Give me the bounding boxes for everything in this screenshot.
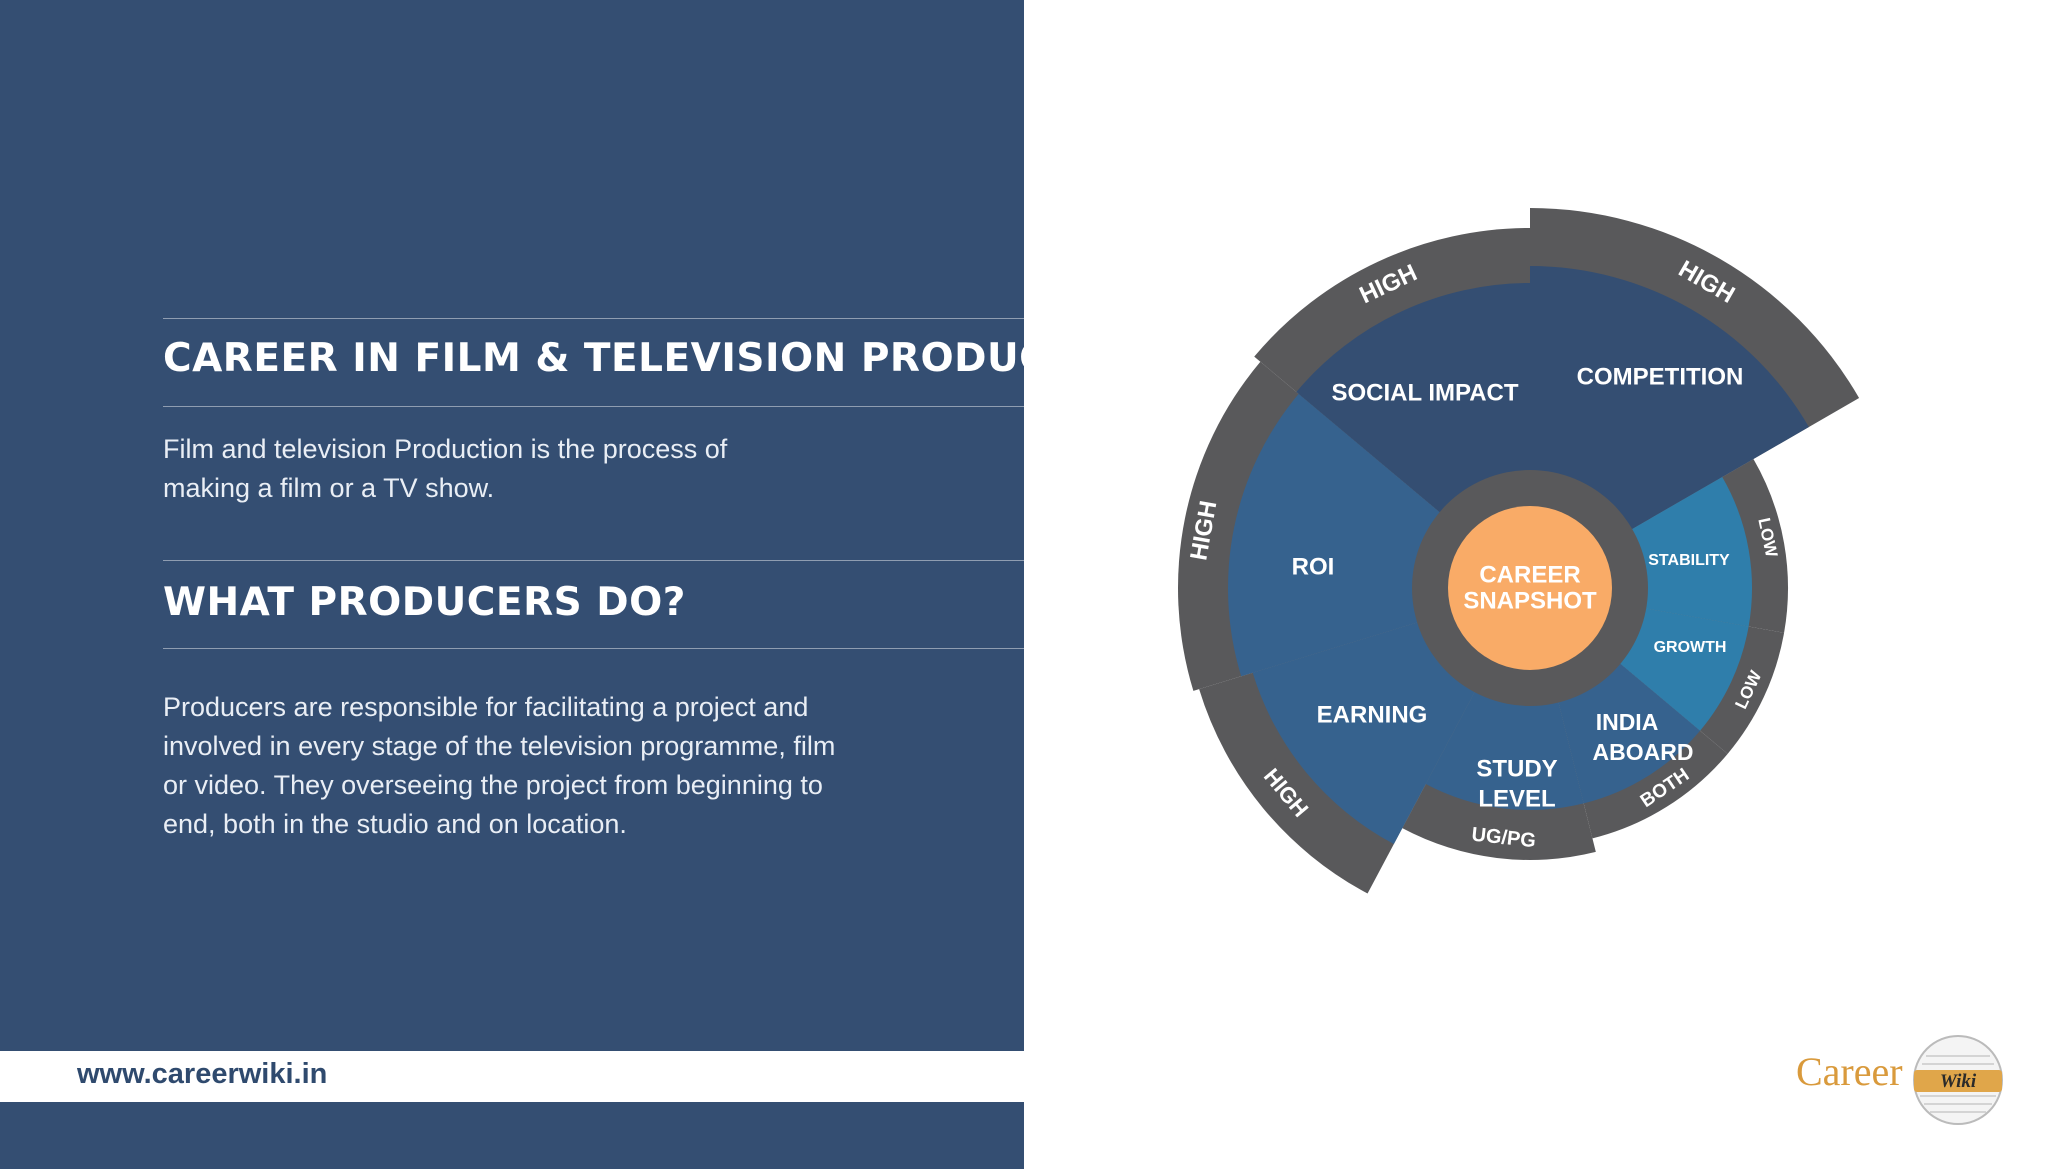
page-title: CAREER IN FILM & TELEVISION PRODUCTION: [163, 336, 1158, 381]
center-title: CAREER: [1479, 561, 1580, 588]
divider: [163, 560, 1024, 561]
study-level-label: STUDY: [1476, 755, 1557, 782]
social-impact-label: SOCIAL IMPACT: [1331, 379, 1518, 406]
divider: [163, 648, 1024, 649]
logo-badge-text: Wiki: [1940, 1071, 1977, 1092]
left-panel: [0, 0, 1024, 1051]
roi-label: ROI: [1292, 553, 1335, 580]
growth-label: GROWTH: [1654, 639, 1727, 656]
earning-label: EARNING: [1317, 701, 1428, 728]
center-title: SNAPSHOT: [1463, 587, 1597, 614]
logo-text: Career: [1796, 1049, 1903, 1094]
website-link[interactable]: www.careerwiki.in: [77, 1058, 328, 1090]
career-snapshot-diagram: COMPETITION SOCIAL IMPACT ROI EARNING STUDY L…: [1178, 208, 1860, 894]
bottom-panel: [0, 1102, 1024, 1169]
divider: [163, 318, 1024, 319]
description-text: Producers are responsible for facilitati…: [163, 692, 836, 839]
divider: [163, 406, 1024, 407]
footer-strip: [0, 1051, 1024, 1102]
section-heading: WHAT PRODUCERS DO?: [163, 580, 686, 625]
competition-label: COMPETITION: [1577, 363, 1744, 390]
india-aboard-label: INDIA: [1596, 709, 1659, 735]
study-level-label: LEVEL: [1478, 785, 1555, 812]
india-aboard-label: ABOARD: [1593, 739, 1694, 765]
logo-badge: Wiki: [1913, 1035, 2003, 1125]
center-circle: [1448, 506, 1612, 670]
stability-label: STABILITY: [1648, 552, 1730, 569]
intro-text: Film and television Production is the pr…: [163, 434, 728, 503]
